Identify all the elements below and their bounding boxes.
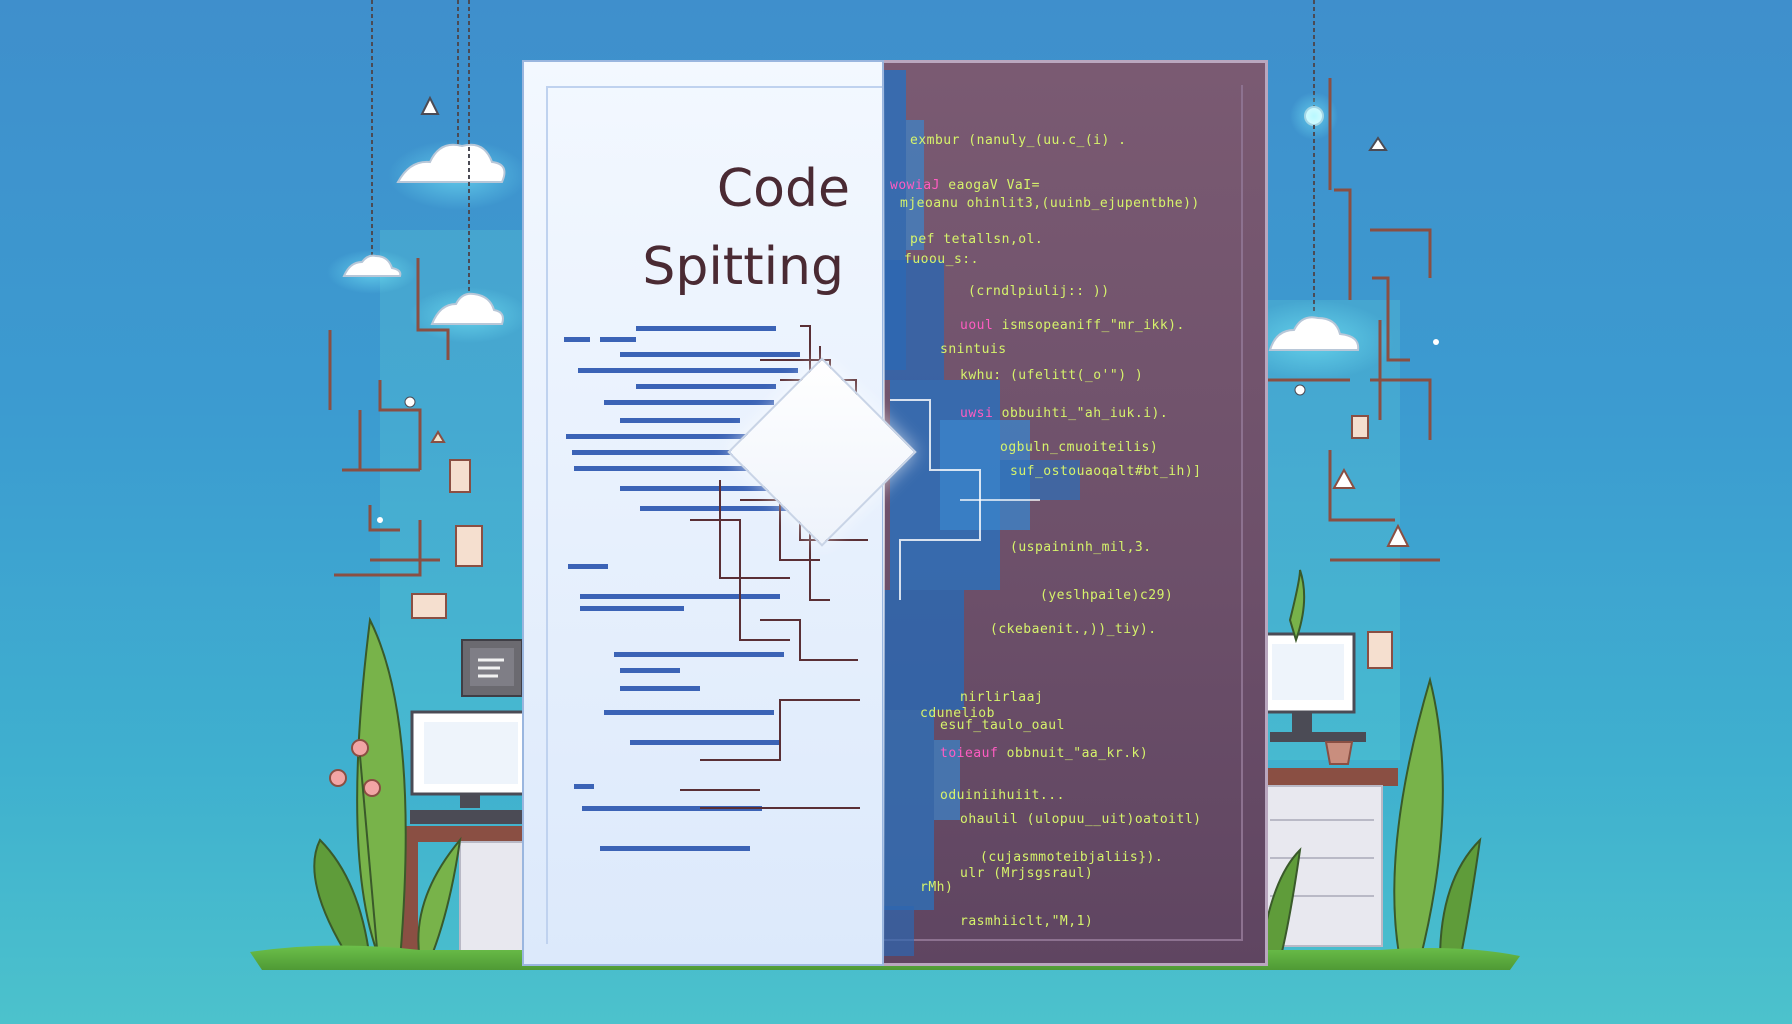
dot-decoration [1294,384,1306,396]
dot-decoration [404,396,416,408]
plant-right [1202,569,1482,961]
dark-panel-frame [884,85,1243,941]
desk-right [1250,632,1398,947]
document-icon [1351,415,1369,439]
document-icon [449,459,471,493]
lamp-left-1 [388,0,528,210]
triangle-decoration [1368,136,1388,151]
split-divider [883,60,885,966]
circuit-lines-left [328,258,450,577]
document-icon [455,525,483,567]
desk-left [390,710,530,953]
dot-decoration [377,517,383,523]
triangle-decoration [1332,467,1356,489]
page-title: Code Spitting [560,150,860,306]
title-line-1: Code [716,159,850,219]
lamp-left-2 [327,0,417,294]
circuit-lines-right [1260,78,1440,562]
triangle-decoration [430,430,446,443]
dot-decoration [1433,339,1439,345]
triangle-decoration [420,95,440,115]
blue-code-bars [564,326,806,851]
document-icon [411,593,447,619]
wall-monitor-left [461,639,523,697]
pixel-mosaic [884,70,1080,956]
lamp-right-2 [1234,125,1394,380]
title-line-2: Spitting [642,237,844,297]
document-icon [1367,631,1393,669]
light-panel-frame [546,86,882,944]
triangle-decoration [1386,523,1410,547]
lamp-right-1 [1290,0,1338,140]
